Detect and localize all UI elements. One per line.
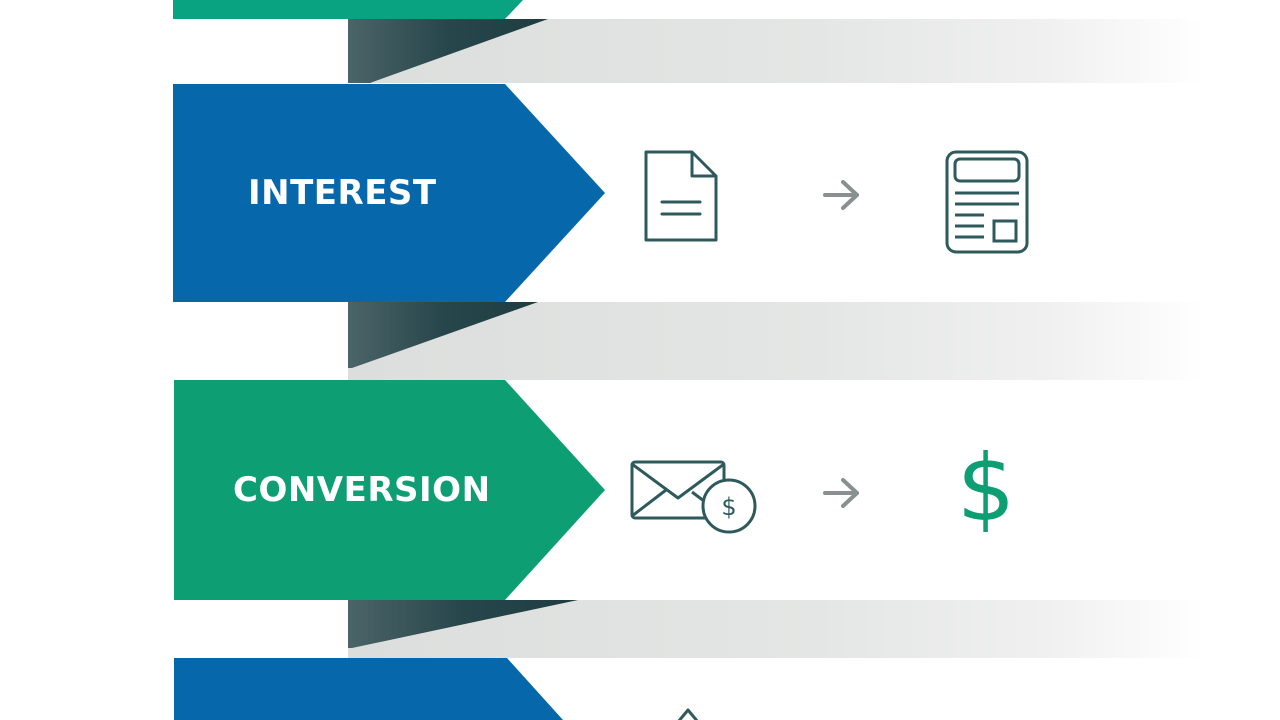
stage-conversion-chevron xyxy=(174,380,605,600)
stage-bottom-panel xyxy=(505,658,1280,720)
stage-conversion-label: CONVERSION xyxy=(233,470,491,510)
stage-top-chevron xyxy=(173,0,523,19)
svg-text:$: $ xyxy=(957,436,1016,532)
stage-interest-label: INTEREST xyxy=(248,173,437,213)
dollar-sign-icon: $ xyxy=(957,436,1016,532)
newspaper-icon xyxy=(945,150,1029,254)
fold-1 xyxy=(348,19,548,83)
stage-conversion-panel xyxy=(505,380,1280,600)
stage-conversion: CONVERSION $ $ xyxy=(0,380,1280,600)
stage-interest: INTEREST xyxy=(0,84,1280,302)
ribbon-2 xyxy=(348,302,1280,380)
fold-2 xyxy=(348,302,538,368)
stage-bottom xyxy=(0,658,1280,720)
arrow-right-icon xyxy=(823,180,859,210)
svg-text:$: $ xyxy=(721,493,736,521)
envelope-dollar-icon: $ xyxy=(630,460,757,534)
triangle-icon xyxy=(677,708,699,720)
stage-interest-chevron xyxy=(173,84,605,302)
fold-3 xyxy=(348,600,578,648)
stage-interest-panel xyxy=(505,84,1280,302)
stage-top xyxy=(0,0,1280,19)
arrow-right-icon xyxy=(823,478,859,508)
document-icon xyxy=(644,150,718,242)
stage-bottom-chevron xyxy=(174,658,563,720)
